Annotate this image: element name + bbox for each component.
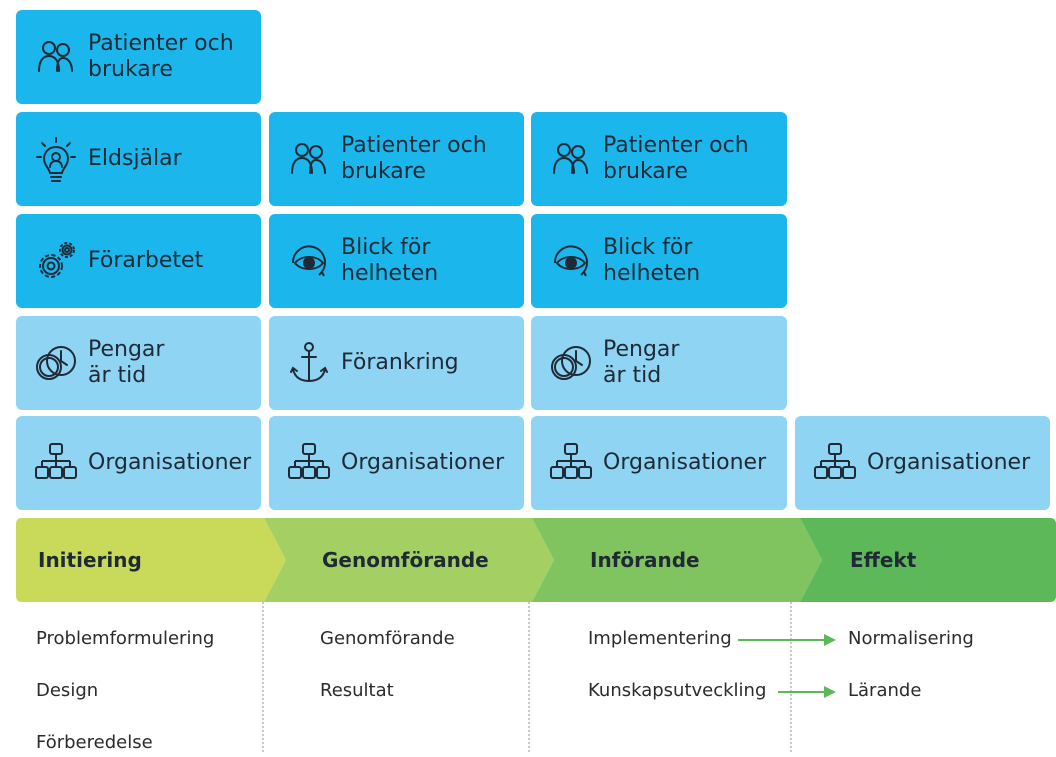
separator [528,602,530,752]
box-label-line: Pengar [88,337,165,362]
box-label-line: Blick för [341,235,431,260]
box-c2r4: Förankring [269,316,524,410]
anchor-icon [285,339,333,387]
phase-inforande: Införande [532,518,822,602]
sub-item: Kunskapsutveckling [588,680,767,701]
phase-effekt: Effekt [800,518,1056,602]
box-label: Förarbetet [88,248,203,274]
gears-icon [32,237,80,285]
org-chart-icon [32,439,80,487]
sub-item: Problemformulering [36,628,215,649]
box-label-line: Organisationer [88,450,252,475]
box-label-line: är tid [88,363,147,388]
box-label-line: Eldsjälar [88,146,182,171]
box-label: Organisationer [603,450,766,476]
box-label: Organisationer [88,450,251,476]
box-label-line: Patienter och [341,133,487,158]
box-label-line: helheten [603,261,701,286]
box-label-line: brukare [603,159,688,184]
separator [790,602,792,752]
box-c1r3: Förarbetet [16,214,261,308]
people-icon [32,33,80,81]
sub-item: Design [36,680,99,701]
eye-circle-icon [285,237,333,285]
phase-shape-initiering [16,518,286,602]
sub-item: Implementering [588,628,732,649]
box-label-line: är tid [603,363,662,388]
phase-label-inforande: Införande [590,548,700,572]
org-chart-icon [547,439,595,487]
sub-item: Lärande [848,680,922,701]
box-label-line: helheten [341,261,439,286]
sub-item: Resultat [320,680,394,701]
people-icon [547,135,595,183]
eye-circle-icon [547,237,595,285]
box-label-line: Organisationer [867,450,1031,475]
sub-item: Förberedelse [36,732,153,753]
people-icon [285,135,333,183]
box-label-line: Patienter och [603,133,749,158]
phase-label-initiering: Initiering [38,548,142,572]
box-label-line: Pengar [603,337,680,362]
phase-genomforande: Genomförande [264,518,554,602]
box-label-line: Patienter och [88,31,234,56]
box-c4r5: Organisationer [795,416,1050,510]
box-label: Förankring [341,350,459,376]
sub-item: Genomförande [320,628,455,649]
phase-label-effekt: Effekt [850,548,917,572]
box-c2r5: Organisationer [269,416,524,510]
box-label: Organisationer [867,450,1030,476]
arrow-right-icon [738,634,836,646]
box-label: Eldsjälar [88,146,182,172]
box-label-line: brukare [88,57,173,82]
box-c3r5: Organisationer [531,416,787,510]
lightbulb-icon [32,135,80,183]
phase-shape-inforande [532,518,822,602]
box-label-line: Organisationer [603,450,767,475]
phase-shape-effekt [800,518,1056,602]
box-c1r2: Eldsjälar [16,112,261,206]
coins-clock-icon [32,339,80,387]
coins-clock-icon [547,339,595,387]
box-label-line: brukare [341,159,426,184]
sub-item: Normalisering [848,628,974,649]
separator [262,602,264,752]
box-label-line: Förankring [341,350,459,375]
arrow-right-icon [778,686,836,698]
org-chart-icon [811,439,859,487]
box-label: Organisationer [341,450,504,476]
phase-shape-genomforande [264,518,554,602]
box-label-line: Organisationer [341,450,505,475]
box-label-line: Blick för [603,235,693,260]
org-chart-icon [285,439,333,487]
phase-initiering: Initiering [16,518,286,602]
box-label-line: Förarbetet [88,248,204,273]
phase-label-genomforande: Genomförande [322,548,489,572]
box-c1r5: Organisationer [16,416,261,510]
